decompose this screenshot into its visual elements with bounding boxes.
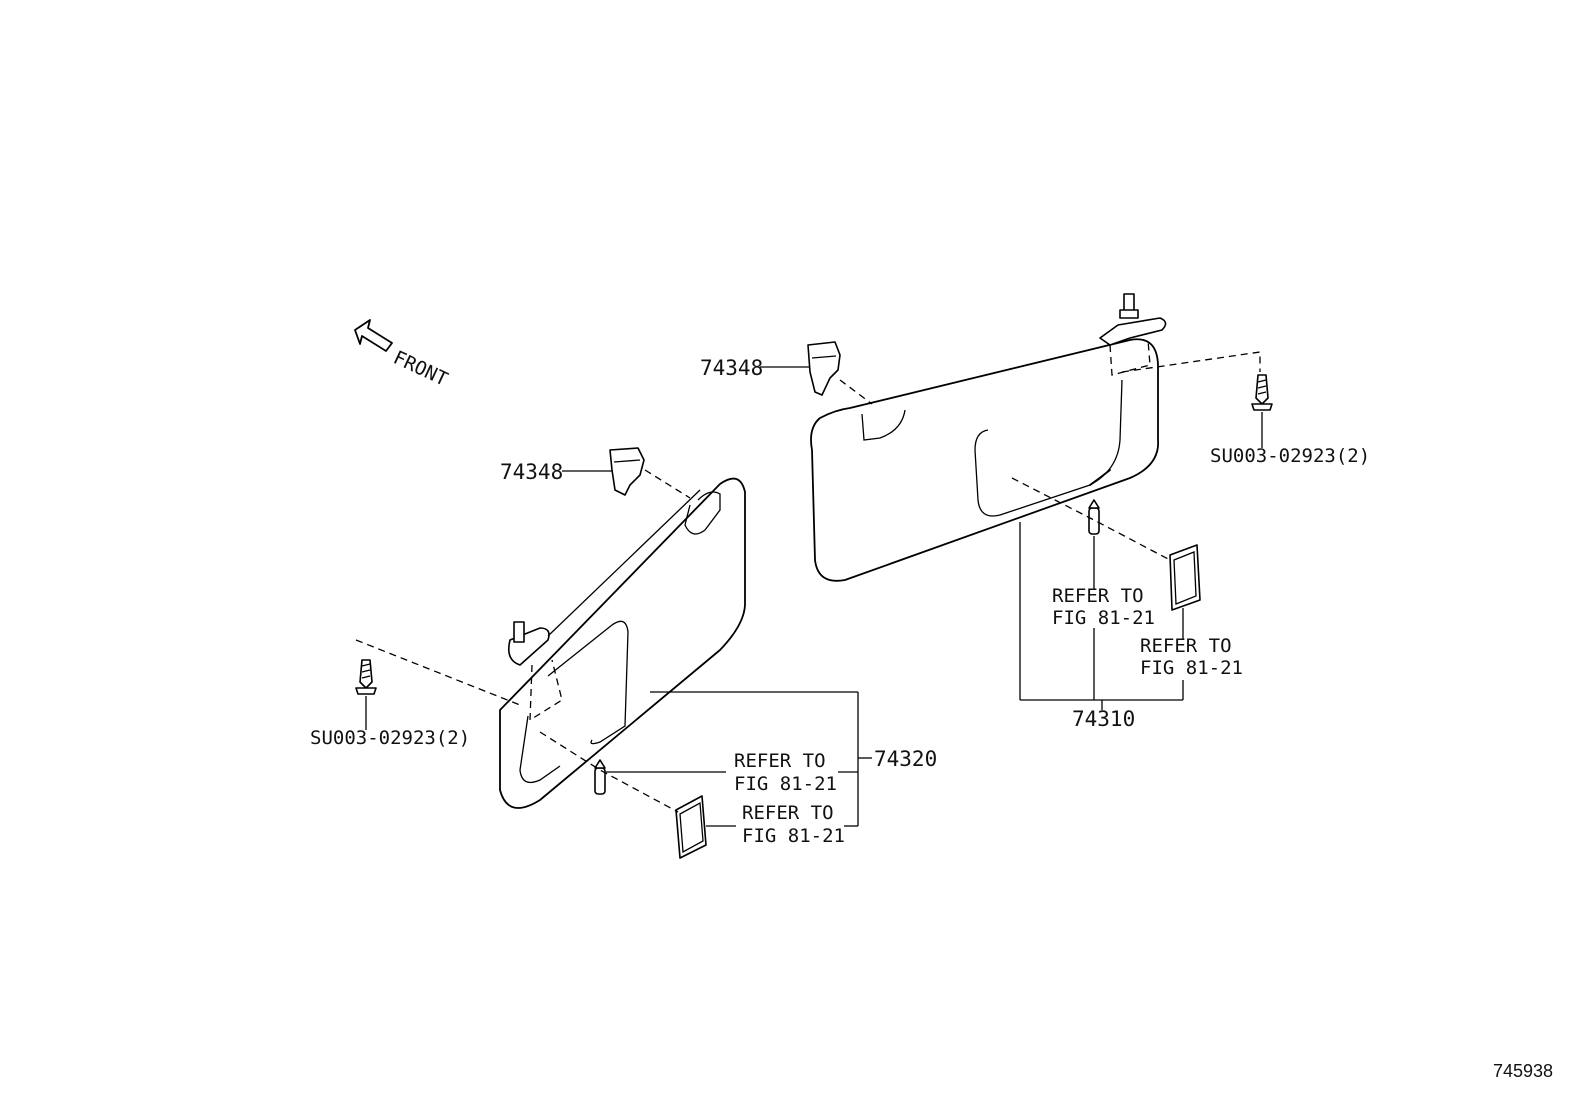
label-clip-left: 74348 <box>500 460 563 484</box>
screw-icon-right <box>1251 374 1273 411</box>
sun-visor-right <box>810 338 1159 582</box>
screw-icon-left <box>355 659 377 695</box>
diagram-id: 745938 <box>1493 1061 1553 1081</box>
visor-clip-left <box>609 447 645 496</box>
mirror-cover-left <box>675 795 707 859</box>
label-visor-right: 74310 <box>1072 707 1135 731</box>
label-clip-right: 74348 <box>700 356 763 380</box>
refer-to-left-lamp: REFER TO <box>734 750 826 772</box>
vanity-lamp-right <box>1088 499 1100 535</box>
front-arrow-icon <box>354 319 393 352</box>
fig-right-lamp: FIG 81-21 <box>1052 607 1155 629</box>
refer-to-right-lamp: REFER TO <box>1052 585 1144 607</box>
visor-clip-right <box>807 341 841 396</box>
vanity-lamp-left <box>594 759 606 795</box>
fig-left-lamp: FIG 81-21 <box>734 773 837 795</box>
fig-right-mirror: FIG 81-21 <box>1140 657 1243 679</box>
sun-visor-left <box>499 477 746 809</box>
front-label: FRONT <box>390 347 451 391</box>
fig-left-mirror: FIG 81-21 <box>742 825 845 847</box>
refer-to-right-mirror: REFER TO <box>1140 635 1232 657</box>
label-visor-left: 74320 <box>874 747 937 771</box>
refer-to-left-mirror: REFER TO <box>742 802 834 824</box>
visor-holder-left <box>507 489 701 722</box>
label-screw-right: SU003-02923(2) <box>1210 445 1370 467</box>
mirror-cover-right <box>1169 544 1201 611</box>
label-screw-left: SU003-02923(2) <box>310 727 470 749</box>
visor-holder-right <box>1099 293 1167 376</box>
